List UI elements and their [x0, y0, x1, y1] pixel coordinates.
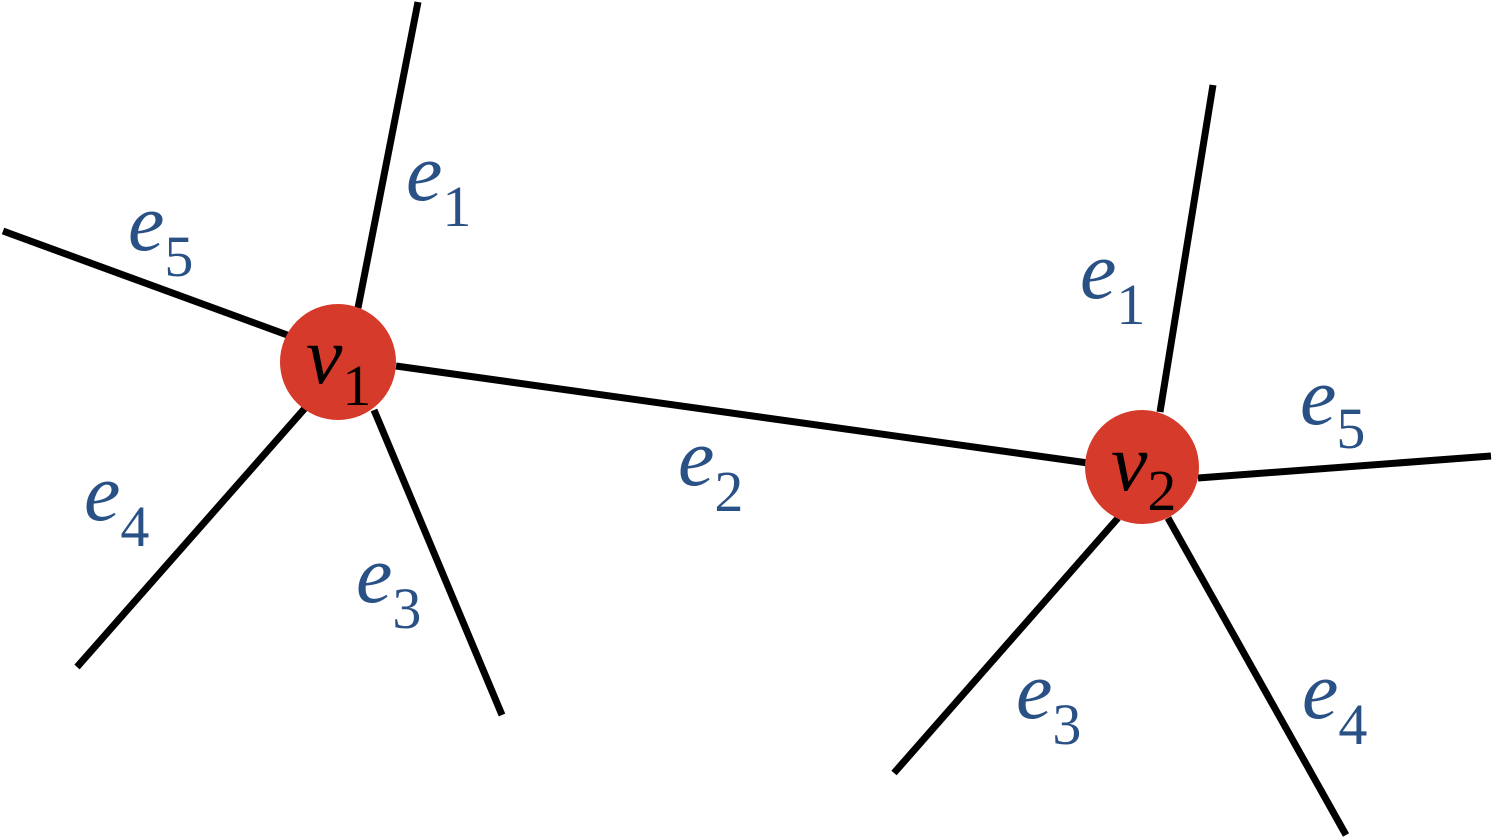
edge-labels: e1 e5 e4 e3 e2 e1 e5 e3 e4 [84, 127, 1367, 757]
edge-label-v1-e5-symbol: e [128, 177, 164, 268]
edge-label-v1-e5: e5 [128, 177, 193, 289]
edge-v2-e5-line [1197, 452, 1492, 482]
edge-v2-e1-line [1156, 84, 1217, 413]
vertex-v2: v2 [1085, 410, 1199, 524]
edge-label-v1-e4-index: 4 [120, 494, 149, 559]
edge-label-v1-e3: e3 [356, 529, 421, 641]
vertex-v1: v1 [280, 304, 396, 420]
vertex-v1-label: v1 [306, 310, 371, 418]
edge-label-v2-e4: e4 [1302, 645, 1367, 757]
edge-label-v2-e1: e1 [1080, 225, 1145, 337]
edge-v2-e4-line [1164, 516, 1350, 837]
edge-v1-e3-line [370, 408, 506, 717]
vertex-v2-index: 2 [1147, 458, 1176, 523]
edge-label-v1-e1-index: 1 [442, 174, 471, 239]
edge-label-v1-e1-symbol: e [406, 127, 442, 218]
edge-v1-e1-line [354, 1, 422, 309]
edge-label-v1-e4-symbol: e [84, 447, 120, 538]
edge-label-v2-e5-index: 5 [1336, 396, 1365, 461]
edge-v1-e4-line [74, 404, 309, 670]
edge-label-v2-e4-symbol: e [1302, 645, 1338, 736]
edge-label-v2-e3: e3 [1016, 645, 1081, 757]
vertices: v1 v2 [280, 304, 1199, 524]
edge-label-v2-e1-symbol: e [1080, 225, 1116, 316]
edge-label-v2-e5: e5 [1300, 351, 1365, 461]
vertex-v1-symbol: v [306, 310, 343, 401]
edge-label-e2: e2 [678, 412, 743, 524]
edge-label-v1-e3-symbol: e [356, 529, 392, 620]
vertex-v2-circle [1085, 410, 1199, 524]
vertex-v1-circle [280, 304, 396, 420]
edge-label-v1-e3-index: 3 [392, 576, 421, 641]
edge-label-e2-index: 2 [714, 459, 743, 524]
vertex-v1-index: 1 [342, 353, 371, 418]
edge-label-v2-e1-index: 1 [1116, 272, 1145, 337]
edge-label-v1-e4: e4 [84, 447, 149, 559]
edge-label-v2-e4-index: 4 [1338, 692, 1367, 757]
edge-label-v1-e1: e1 [406, 127, 471, 239]
edge-label-e2-symbol: e [678, 412, 714, 503]
vertex-v2-symbol: v [1111, 417, 1148, 508]
edge-label-v2-e3-symbol: e [1016, 645, 1052, 736]
edge-v2-e3-line [891, 515, 1121, 776]
edge-label-v2-e5-symbol: e [1300, 351, 1336, 442]
edge-v1-e5-line [1, 227, 292, 340]
edge-e2-line [395, 362, 1089, 467]
vertex-v2-label: v2 [1111, 417, 1176, 523]
edge-label-v2-e3-index: 3 [1052, 692, 1081, 757]
edge-label-v1-e5-index: 5 [164, 224, 193, 289]
